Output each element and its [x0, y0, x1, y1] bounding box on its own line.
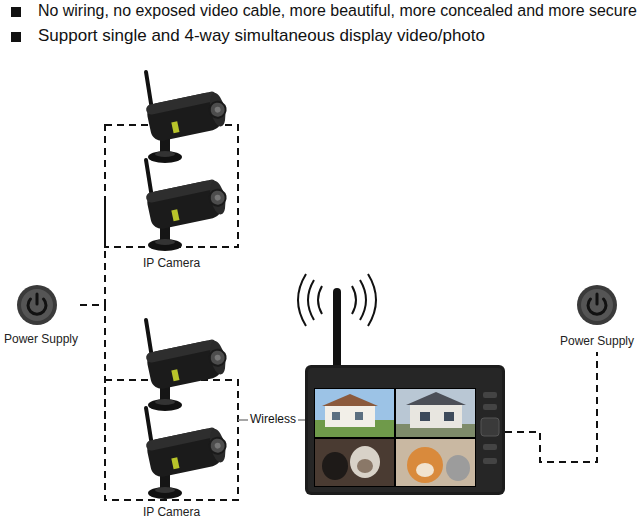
- power-cable: [80, 200, 105, 305]
- feature-text: No wiring, no exposed video cable, more …: [38, 1, 637, 21]
- power-supply: Power Supply: [558, 282, 636, 350]
- node-label: Power Supply: [558, 334, 636, 348]
- bullet-square: [11, 32, 21, 42]
- bullet-square: [11, 7, 21, 17]
- link-label: Wireless: [248, 412, 298, 426]
- camera-group: IP Camera: [105, 60, 238, 272]
- camera-group: IP Camera: [105, 315, 238, 521]
- node-label: Power Supply: [2, 332, 80, 346]
- feature-text: Support single and 4-way simultaneous di…: [38, 26, 485, 46]
- power-supply: Power Supply: [2, 282, 80, 348]
- node-label: IP Camera: [105, 256, 238, 270]
- node-label: IP Camera: [105, 505, 238, 519]
- power-cable: [80, 305, 105, 440]
